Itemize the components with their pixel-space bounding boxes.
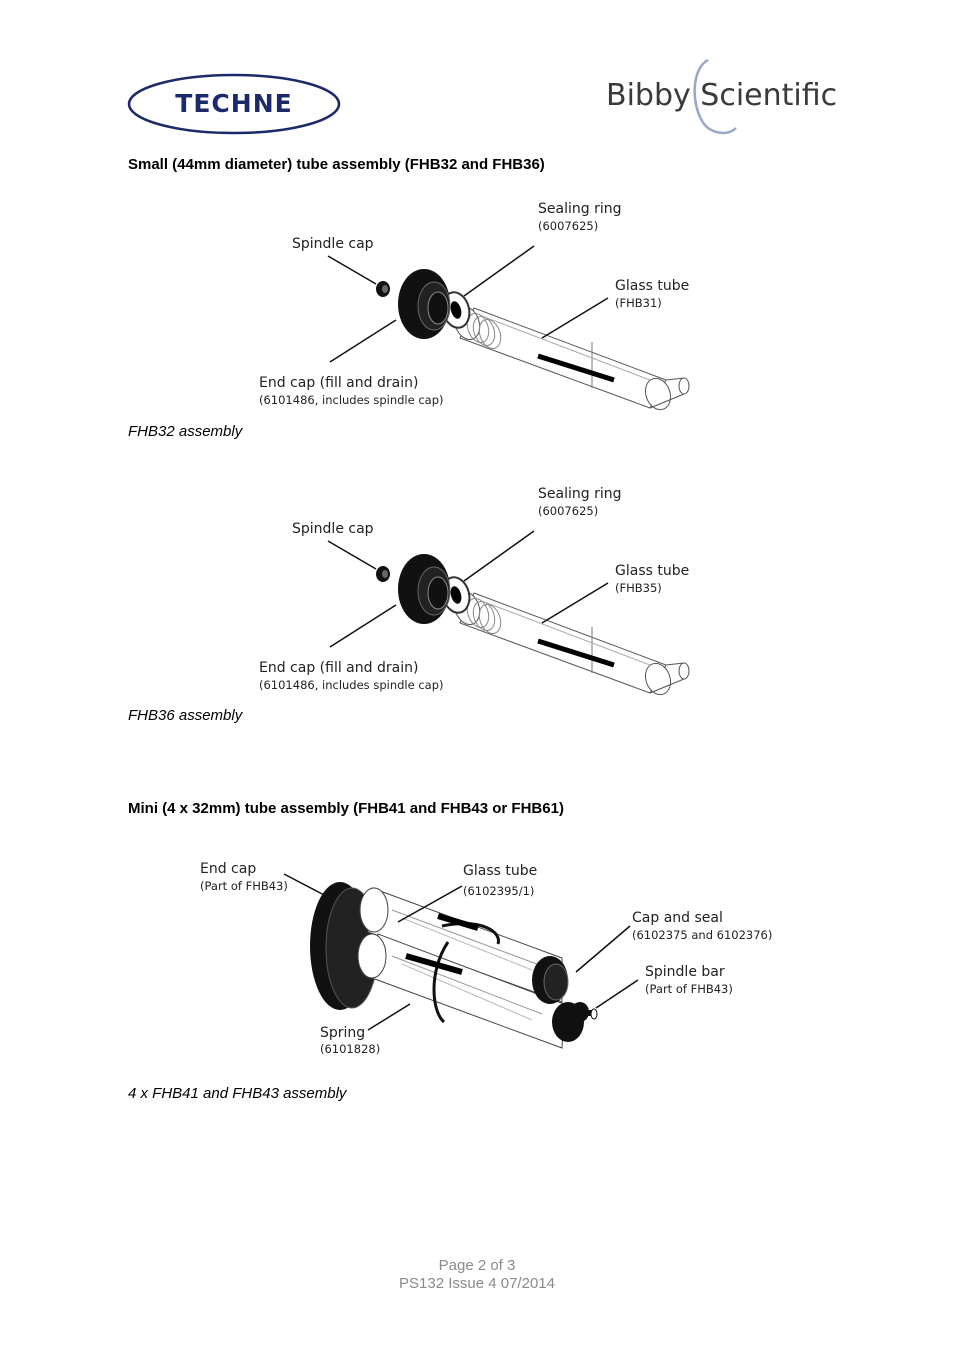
- sealing-ring-code: (6007625): [538, 219, 598, 233]
- end-cap-code: (6101486, includes spindle cap): [259, 393, 443, 407]
- cap-and-seal-label: Cap and seal: [632, 910, 723, 926]
- end-cap-label: End cap (fill and drain): [259, 375, 418, 391]
- footer-page-number: Page 2 of 3: [438, 1257, 516, 1274]
- glass-tube-drawing: [453, 591, 690, 696]
- fhb36-assembly-diagram: Spindle cap Sealing ring (6007625) Glass…: [246, 477, 706, 709]
- spindle-bar-code: (Part of FHB43): [645, 982, 733, 996]
- glass-tube-label: Glass tube: [463, 863, 537, 879]
- bibby-scientific-logo: Bibby Scientific: [604, 54, 837, 136]
- mini-tube-assembly-diagram: End cap (Part of FHB43) Glass tube (6102…: [192, 852, 772, 1066]
- techne-logo: TECHNE: [126, 72, 342, 136]
- end-cap-label: End cap (fill and drain): [259, 660, 418, 676]
- fhb36-caption: FHB36 assembly: [128, 707, 243, 724]
- end-cap-code: (Part of FHB43): [200, 879, 288, 893]
- end-cap-code: (6101486, includes spindle cap): [259, 678, 443, 692]
- glass-tube-label: Glass tube: [615, 278, 689, 294]
- bibby-logo-text: Bibby Scientific: [606, 78, 837, 113]
- end-cap-label: End cap: [200, 861, 256, 877]
- glass-tube-code: (6102395/1): [463, 884, 534, 898]
- section-heading-mini-tube: Mini (4 x 32mm) tube assembly (FHB41 and…: [128, 800, 564, 817]
- fhb32-caption: FHB32 assembly: [128, 423, 243, 440]
- sealing-ring-code: (6007625): [538, 504, 598, 518]
- sealing-ring-label: Sealing ring: [538, 201, 621, 217]
- glass-tube-code: (FHB31): [615, 296, 662, 310]
- spring-label: Spring: [320, 1025, 365, 1041]
- glass-tubes-drawing: [357, 887, 565, 1049]
- glass-tube-label: Glass tube: [615, 563, 689, 579]
- spindle-cap-label: Spindle cap: [292, 521, 374, 537]
- spring-code: (6101828): [320, 1042, 380, 1056]
- sealing-ring-label: Sealing ring: [538, 486, 621, 502]
- glass-tube-code: (FHB35): [615, 581, 662, 595]
- spring-drawing: [432, 941, 450, 1024]
- glass-tube-drawing: [453, 306, 690, 411]
- mini-assembly-caption: 4 x FHB41 and FHB43 assembly: [128, 1085, 347, 1102]
- footer-issue: PS132 Issue 4 07/2014: [399, 1275, 555, 1292]
- fhb32-assembly-diagram: Spindle cap Sealing ring (6007625) Glass…: [246, 192, 706, 424]
- cap-and-seal-code: (6102375 and 6102376): [632, 928, 772, 942]
- spindle-bar-label: Spindle bar: [645, 964, 725, 980]
- spindle-cap-label: Spindle cap: [292, 236, 374, 252]
- section-heading-small-tube: Small (44mm diameter) tube assembly (FHB…: [128, 156, 545, 173]
- techne-logo-text: TECHNE: [175, 89, 292, 118]
